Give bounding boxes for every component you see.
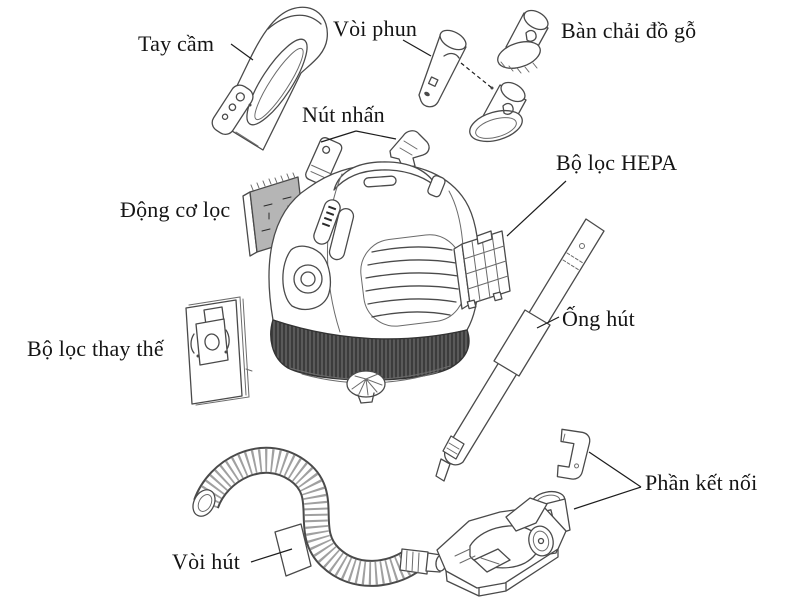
label-suction-tube: Ống hút: [562, 306, 635, 331]
push-button-right-part: [389, 130, 430, 169]
connector-clip-part: [556, 428, 591, 480]
label-wood-brush: Bàn chải đồ gỗ: [561, 18, 697, 43]
label-hepa-filter: Bộ lọc HEPA: [556, 150, 678, 175]
label-handle: Tay cầm: [138, 31, 215, 56]
wood-brush-upper-part: [497, 9, 549, 74]
replacement-filter-part: [185, 296, 253, 406]
label-motor-filter: Động cơ lọc: [120, 197, 231, 222]
wood-brush-lower-part: [469, 81, 527, 143]
label-replacement-filter: Bộ lọc thay thế: [27, 336, 164, 361]
suction-tube-part: [435, 218, 605, 482]
floor-brush-part: [436, 497, 567, 597]
vacuum-body-part: [268, 161, 480, 404]
leader-lines: [230, 39, 642, 563]
crevice-nozzle-part: [418, 29, 467, 108]
label-suction-hose: Vòi hút: [172, 549, 241, 574]
label-spray-nozzle: Vòi phun: [333, 16, 418, 41]
push-button-left-part: [305, 137, 343, 186]
label-connector: Phần kết nối: [645, 470, 758, 495]
label-push-button: Nút nhấn: [302, 102, 385, 127]
hepa-filter-part: [453, 230, 511, 310]
handle-part: [211, 6, 328, 151]
